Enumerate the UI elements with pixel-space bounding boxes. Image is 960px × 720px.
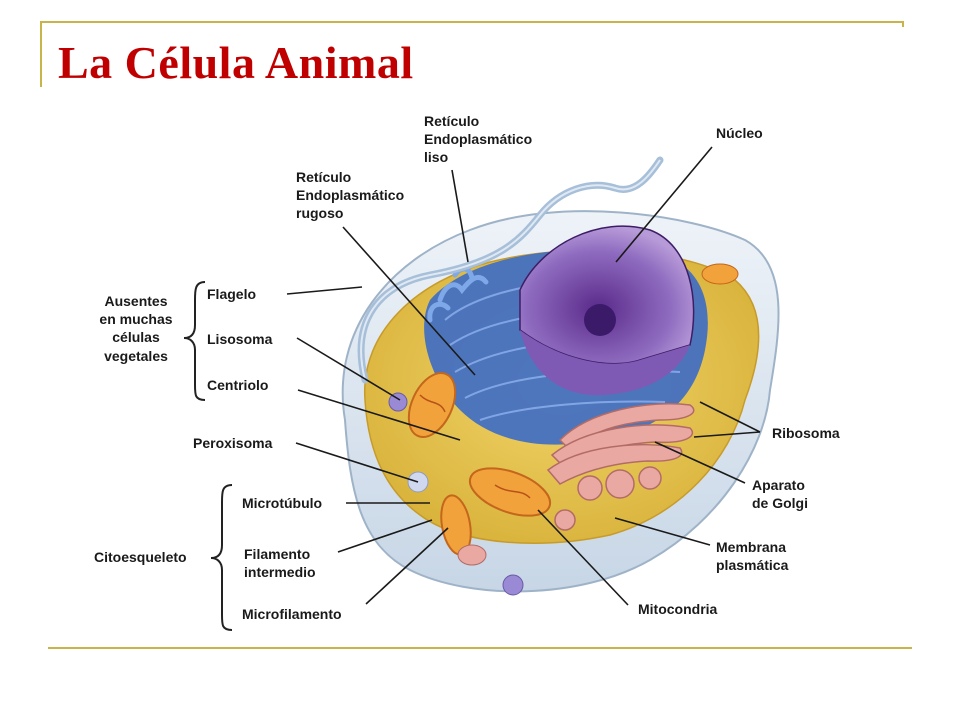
label-intermediate-filament: Filamento intermedio [244,545,316,581]
frame-right-rule [902,21,904,27]
label-absent-line1: Ausentes [104,293,168,309]
lysosome [388,392,408,412]
leader-lines [286,146,761,606]
label-ribosome: Ribosoma [772,425,840,441]
golgi-apparatus [546,403,695,531]
label-microfilament: Microfilamento [242,606,342,622]
label-membrane-line1: Membrana [716,539,787,555]
label-smooth-er-line3: liso [424,149,449,166]
label-absent-line2: en muchas [99,311,173,328]
label-rough-er-line1: Retículo [296,169,352,185]
label-peroxisome: Peroxisoma [193,435,273,451]
label-golgi: Aparato de Golgi [752,476,808,512]
mitochondria [407,372,552,556]
label-absent-line3: células [112,329,160,346]
label-rough-er-line3: rugoso [296,205,344,222]
label-centriole: Centriolo [207,377,269,393]
label-lysosome: Lisosoma [207,331,273,347]
label-mitochondria: Mitocondria [638,601,718,617]
frame-bottom-rule [48,647,912,649]
label-cytoskeleton: Citoesqueleto [94,549,187,565]
label-nucleus: Núcleo [716,125,763,141]
label-membrane-line2: plasmática [716,557,789,574]
label-smooth-er: Retículo Endoplasmático liso [424,112,532,167]
label-filament-line2: intermedio [244,564,316,581]
nucleus [519,225,695,365]
label-rough-er: Retículo Endoplasmático rugoso [296,168,404,223]
label-absent-group: Ausentes en muchas células vegetales [88,292,184,365]
label-rough-er-line2: Endoplasmático [296,187,405,204]
label-filament-line1: Filamento [244,546,311,562]
frame-left-rule [40,21,42,87]
label-plasma-membrane: Membrana plasmática [716,538,788,574]
label-smooth-er-line1: Retículo [424,113,480,129]
label-golgi-line1: Aparato [752,477,805,493]
label-brackets [183,281,233,631]
label-absent-line4: vegetales [104,347,168,364]
label-golgi-line2: de Golgi [752,495,808,512]
label-flagellum: Flagelo [207,286,257,302]
page-title: La Célula Animal [58,37,414,88]
frame-top-rule [40,21,904,23]
label-microtubule: Microtúbulo [242,495,323,511]
label-smooth-er-line2: Endoplasmático [424,131,533,148]
